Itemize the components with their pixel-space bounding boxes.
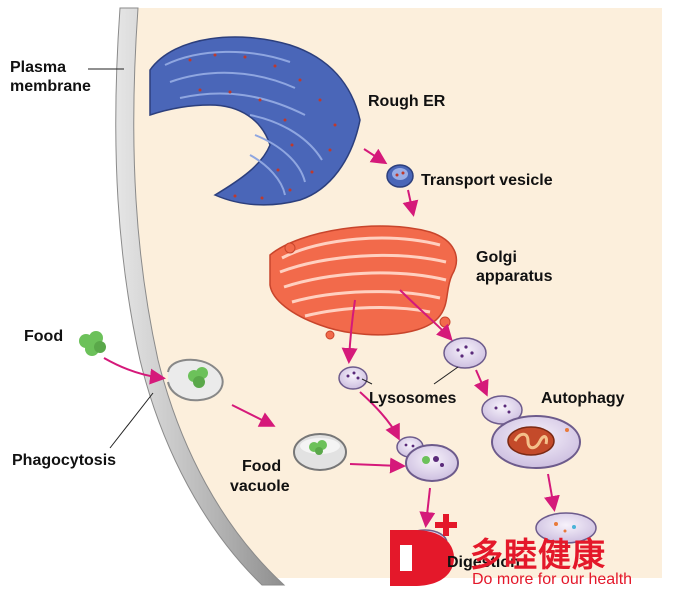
arrow-vesicle-to-golgi [402, 189, 419, 217]
arrow-autophagy-to-digestion [544, 473, 560, 512]
arrow-lysosome-to-autophagy [473, 369, 489, 397]
arrow-pocket-to-vacuole [231, 404, 276, 427]
label-transport-vesicle: Transport vesicle [421, 172, 553, 189]
label-golgi-line2: apparatus [476, 268, 553, 285]
plasma-membrane [115, 7, 286, 586]
label-golgi-line1: Golgi [476, 249, 517, 266]
label-lysosomes: Lysosomes [369, 390, 457, 407]
lysosome-autophagy [481, 395, 523, 425]
label-digestion: Digestion [447, 554, 520, 571]
phagocytic-pocket [167, 358, 224, 402]
brand-logo [390, 514, 457, 586]
arrow-golgi-to-lysosome-left [341, 299, 358, 364]
label-plasma-membrane-line1: Plasma [10, 59, 67, 76]
transport-vesicle-shape [386, 164, 414, 188]
arrow-er-to-vesicle [363, 148, 388, 165]
food-particle [79, 331, 106, 356]
autophagosome [491, 415, 581, 469]
brand-chinese: 多睦健康 [470, 535, 606, 574]
digesting-vacuole [405, 444, 459, 482]
golgi-apparatus-shape [269, 225, 458, 340]
leader-lines [88, 68, 459, 449]
label-food: Food [24, 328, 64, 345]
label-autophagy: Autophagy [541, 390, 625, 407]
rough-er-shape [149, 36, 361, 206]
label-rough-er: Rough ER [368, 93, 446, 110]
food-vacuole-shape [293, 433, 347, 471]
label-plasma-membrane-line2: membrane [10, 78, 91, 95]
lysosome-left [338, 366, 368, 390]
label-food-vacuole-line1: Food [242, 458, 282, 475]
pathway-arrows [103, 148, 560, 528]
label-phagocytosis: Phagocytosis [12, 452, 117, 469]
arrow-lysosome-to-vacuole [359, 391, 400, 441]
digestion-vacuole-right [535, 512, 597, 544]
lysosome-right [443, 337, 487, 369]
label-food-vacuole-line2: vacuole [230, 478, 290, 495]
arrow-food-to-pocket [103, 357, 166, 385]
arrow-digest-to-digestion [419, 487, 436, 528]
brand-english: Do more for our health [472, 571, 633, 588]
arrow-golgi-to-lysosome-right [399, 289, 453, 341]
arrow-vacuole-to-digest [349, 457, 406, 474]
